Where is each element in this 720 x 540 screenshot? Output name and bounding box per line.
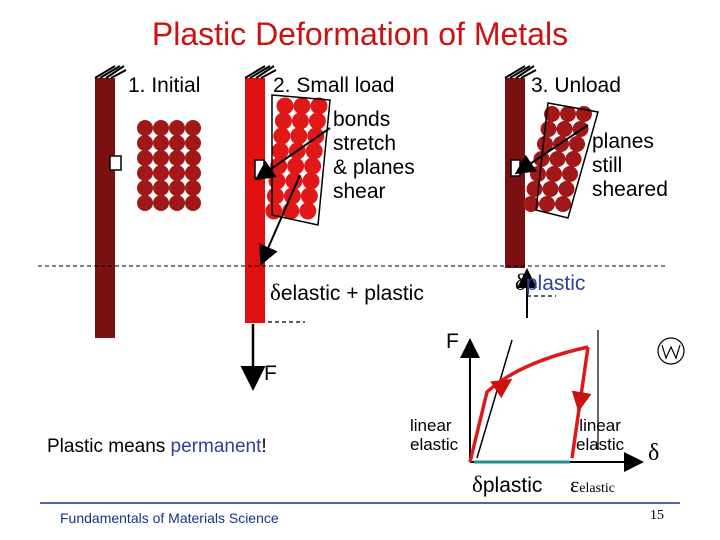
planes-sheared-note: planes still sheared xyxy=(592,130,668,201)
panel-initial xyxy=(94,65,201,338)
atom xyxy=(302,172,320,190)
panel-initial-label: 1. Initial xyxy=(128,74,201,97)
panel-small-load-label: 2. Small load xyxy=(273,74,395,97)
linear-elastic-line xyxy=(476,339,513,459)
atom xyxy=(153,165,169,181)
atom xyxy=(169,195,185,211)
atom xyxy=(273,127,291,145)
atom-grid-loaded xyxy=(265,97,328,220)
atom xyxy=(305,142,323,160)
atom xyxy=(169,120,185,136)
atom xyxy=(137,180,153,196)
atom xyxy=(153,120,169,136)
atom xyxy=(137,150,153,166)
atom xyxy=(542,181,559,197)
atom xyxy=(274,112,292,130)
atom xyxy=(530,166,546,182)
atom xyxy=(291,112,309,130)
atom xyxy=(185,165,201,181)
bonds-stretch-note: bonds stretch & planes shear xyxy=(333,108,415,203)
atom xyxy=(169,150,185,166)
atom xyxy=(290,127,308,145)
stress-strain-sketch xyxy=(460,330,644,472)
atom xyxy=(549,151,566,167)
atom xyxy=(185,195,201,211)
panel-small-load xyxy=(240,65,331,391)
atom xyxy=(265,202,283,220)
page-title: Plastic Deformation of Metals xyxy=(151,16,569,52)
atom xyxy=(137,165,153,181)
atom xyxy=(153,150,169,166)
atom xyxy=(526,181,543,197)
atom xyxy=(169,165,185,181)
atom xyxy=(556,121,573,137)
footer-text: Fundamentals of Materials Science xyxy=(60,510,279,526)
atom xyxy=(137,135,153,151)
atom xyxy=(539,196,555,212)
force-label-chart: F xyxy=(446,330,459,353)
atom xyxy=(562,166,578,182)
linear-elastic-right-label: linear elastic xyxy=(576,416,625,454)
delta-plastic-axis-label: δplastic xyxy=(472,472,543,497)
atom xyxy=(523,196,539,212)
atom xyxy=(185,180,201,196)
delta-axis-label: δ xyxy=(648,440,660,466)
atom xyxy=(185,120,201,136)
atom xyxy=(185,150,201,166)
shear-outline-unload xyxy=(535,102,599,219)
loading-curve xyxy=(468,345,589,463)
atom xyxy=(560,106,576,122)
plastic-means-text: Plastic means permanent! xyxy=(47,436,267,457)
atom-grid-unload xyxy=(523,106,592,212)
atom xyxy=(169,135,185,151)
atom xyxy=(153,195,169,211)
atom xyxy=(299,202,317,220)
bond-arrow xyxy=(254,127,331,181)
epsilon-elastic-label: εelastic xyxy=(570,472,616,497)
atom xyxy=(569,136,585,152)
wall-loaded xyxy=(245,78,265,323)
plastic-label: δplastic xyxy=(515,270,586,295)
atom xyxy=(153,180,169,196)
atom xyxy=(185,135,201,151)
linear-elastic-left-label: linear elastic xyxy=(410,416,459,454)
load-tab-unload xyxy=(510,159,521,177)
force-label-left: F xyxy=(264,362,277,385)
atom xyxy=(137,195,153,211)
atom xyxy=(540,121,557,137)
atom xyxy=(137,120,153,136)
load-tab-initial xyxy=(109,155,122,171)
atom xyxy=(537,136,553,152)
panel-unload-label: 3. Unload xyxy=(531,74,621,97)
atom xyxy=(546,166,562,182)
atom xyxy=(544,106,560,122)
logo xyxy=(657,337,685,365)
atom xyxy=(169,180,185,196)
planes-arrow xyxy=(514,124,589,175)
atom xyxy=(268,172,286,190)
atom xyxy=(558,181,575,197)
panel-unload xyxy=(504,65,599,318)
atom xyxy=(304,157,322,175)
atom xyxy=(293,97,311,115)
wall-initial xyxy=(95,78,115,338)
atom xyxy=(271,142,289,160)
atom xyxy=(555,196,571,212)
atom xyxy=(276,97,294,115)
atom xyxy=(266,187,284,205)
elastic-plastic-arrow xyxy=(259,174,301,266)
page-number: 15 xyxy=(650,508,664,523)
atom xyxy=(565,151,582,167)
atom xyxy=(153,135,169,151)
atom xyxy=(300,187,318,205)
atom xyxy=(310,97,328,115)
atom xyxy=(287,157,305,175)
atom xyxy=(308,112,326,130)
atom-grid-initial xyxy=(137,120,201,211)
elastic-plastic-label: δelastic + plastic xyxy=(270,280,424,305)
